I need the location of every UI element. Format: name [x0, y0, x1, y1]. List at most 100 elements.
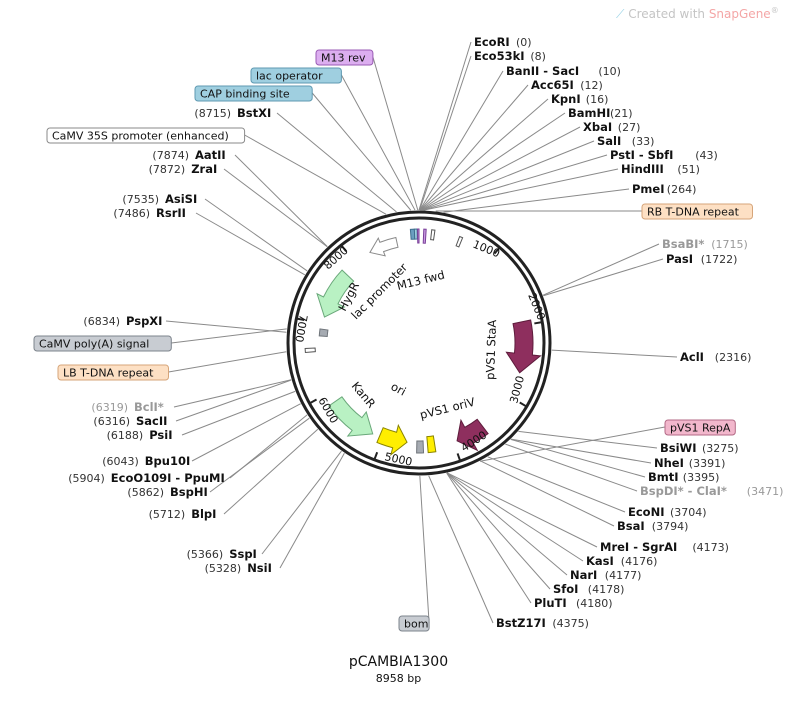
site-pos-kasi: (4176) [621, 555, 658, 568]
leader-pvs1-repa [479, 426, 666, 462]
site-pos-bsai: (3794) [652, 520, 689, 533]
leader-psii [181, 390, 296, 436]
feature-label-camv-poly-a-signal: CaMV poly(A) signal [39, 338, 149, 351]
leader-bom [419, 475, 430, 624]
leader-acc65i [419, 84, 529, 211]
plasmid-size: 8958 bp [375, 672, 422, 685]
site-banii-saci: BanII - SacI [506, 64, 579, 78]
feature-label-rb-t-dna-repeat: RB T-DNA repeat [647, 206, 740, 219]
site-pos-banii-saci: (10) [598, 65, 621, 78]
leader-bsai [480, 460, 615, 527]
feature-box-camv-poly-a-signal [33, 335, 172, 352]
site-ecoo109i-ppumi: EcoO109I - PpuMI [111, 471, 225, 485]
feature-box-bom [398, 615, 430, 632]
site-sali: SalI [597, 134, 621, 148]
leader-hindiii [423, 168, 619, 211]
site-sfoi: SfoI [553, 582, 578, 596]
site-sacii: SacII [136, 414, 167, 428]
tick-mark-4000 [456, 453, 462, 462]
snapgene-watermark: ⟋ Created with SnapGene® [616, 6, 779, 22]
feature-box-cap-binding-site [194, 85, 313, 102]
tick-label-8000: 8000 [321, 244, 351, 272]
pvs1-staa-arrow [505, 319, 542, 374]
feature-label-pvs1-repa: pVS1 RepA [670, 422, 731, 435]
leader-sspi [261, 450, 342, 555]
bom-block [416, 440, 425, 454]
leader-xbai [421, 126, 581, 211]
site-sspi: SspI [229, 547, 257, 561]
site-pos-bstxi: (8715) [194, 107, 231, 120]
site-bsiwi: BsiWI [660, 441, 697, 455]
leader-bspdi-clai [505, 443, 638, 492]
camv-polya-block [318, 328, 329, 337]
leader-bsphi [209, 417, 310, 493]
leader-mrei-sgrai [447, 472, 598, 548]
feature-arrows [304, 228, 542, 457]
feature-label-lb-t-dna-repeat: LB T-DNA repeat [63, 367, 154, 380]
site-pos-econi: (3704) [670, 506, 707, 519]
site-pos-pluti: (4180) [576, 597, 613, 610]
site-pmei: PmeI [632, 182, 665, 196]
leader-bsabi [542, 243, 660, 296]
feature-box-lb-t-dna-repeat [57, 364, 169, 381]
leader-eco53ki [419, 55, 472, 211]
site-pos-bpu10i: (6043) [102, 455, 139, 468]
site-acli: AclI [680, 350, 704, 364]
site-psti-sbfi: PstI - SbfI [610, 148, 673, 162]
tick-label-7000: 7000 [292, 313, 310, 343]
leader-banii-saci [419, 70, 504, 211]
site-pos-asisi: (7535) [122, 193, 159, 206]
site-hindiii: HindIII [621, 162, 664, 176]
tick-marks [296, 244, 543, 462]
site-asisi: AsiSI [165, 192, 197, 206]
site-pos-blpi: (5712) [149, 508, 186, 521]
site-bpu10i: Bpu10I [145, 454, 190, 468]
site-kpni: KpnI [551, 92, 581, 106]
site-pos-psii: (6188) [107, 429, 144, 442]
site-pos-mrei-sgrai: (4173) [692, 541, 729, 554]
site-bmti: BmtI [648, 470, 679, 484]
leader-asisi [204, 198, 308, 272]
site-pos-bamhi: (21) [610, 107, 633, 120]
leader-pspxi [165, 320, 287, 333]
pvs1-staa-label: pVS1 StaA [483, 319, 499, 380]
watermark-mark: ® [770, 6, 779, 15]
hygr-arrow [316, 269, 355, 318]
backbone-inner [292, 216, 546, 470]
site-pos-bspdi-clai: (3471) [747, 485, 784, 498]
leader-cap-binding-site [311, 92, 412, 211]
site-pos-nsii: (5328) [205, 562, 242, 575]
leader-sali [421, 140, 595, 211]
site-pos-xbai: (27) [618, 121, 641, 134]
tick-label-3000: 3000 [507, 374, 527, 404]
lac-operator-block [413, 228, 418, 240]
ori-arrow [376, 423, 408, 457]
site-pspxi: PspXI [126, 314, 162, 328]
leader-econi [487, 456, 626, 513]
site-mrei-sgrai: MreI - SgrAI [600, 540, 677, 554]
tick-mark-1000 [493, 246, 501, 255]
site-psii: PsiI [149, 428, 172, 442]
site-bsphi: BspHI [170, 485, 208, 499]
leader-bcli [173, 379, 292, 408]
site-pos-bstz17i: (4375) [552, 617, 589, 630]
feature-label-bom: bom [404, 618, 428, 631]
pvs1-oriv-block [426, 435, 437, 454]
site-pos-nhei: (3391) [689, 457, 726, 470]
site-bstxi: BstXI [237, 106, 271, 120]
site-bspdi-clai: BspDI* - ClaI* [640, 484, 727, 498]
site-pos-hindiii: (51) [677, 163, 700, 176]
site-ecori: EcoRI [474, 35, 510, 49]
pvs1-repa-arrow [456, 418, 489, 452]
leader-sfoi [446, 472, 551, 590]
site-pos-eco53ki: (8) [530, 50, 546, 63]
leader-bmti [510, 438, 646, 478]
site-bcli: BclI* [134, 400, 164, 414]
site-bstz17i: BstZ17I [496, 616, 546, 630]
site-econi: EcoNI [628, 505, 664, 519]
leader-nari [446, 472, 568, 576]
site-pos-aatii: (7874) [152, 149, 189, 162]
site-rsrii: RsrII [156, 206, 186, 220]
leader-bstxi [276, 112, 397, 213]
